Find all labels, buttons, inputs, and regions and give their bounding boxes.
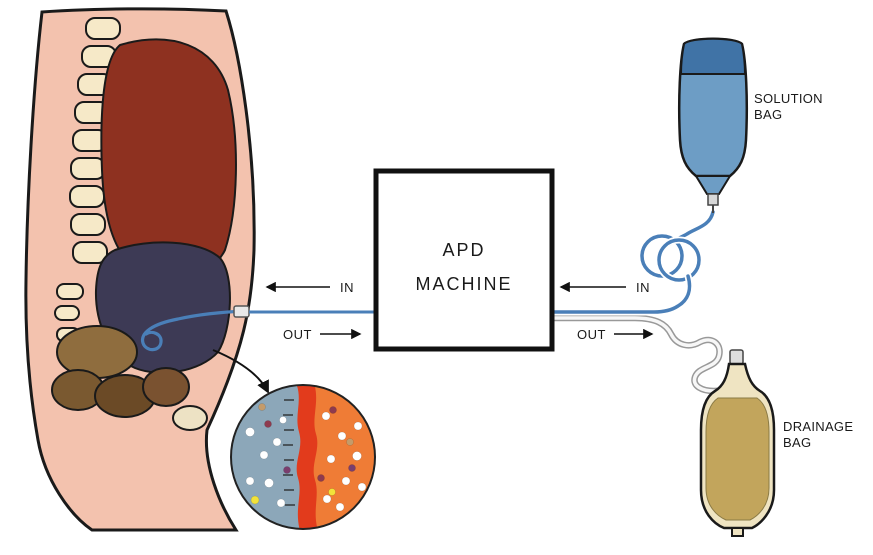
- membrane-particle: [317, 474, 325, 482]
- right-flow-annotations: IN OUT: [559, 280, 654, 342]
- membrane-particle: [283, 466, 291, 474]
- sacral-vertebra: [54, 305, 80, 321]
- membrane-particle: [326, 454, 336, 464]
- vertebra: [72, 241, 108, 264]
- membrane-particle: [322, 494, 332, 504]
- membrane-particle: [321, 411, 331, 421]
- left-flow-annotations: IN OUT: [265, 280, 362, 342]
- membrane-particle: [245, 427, 255, 437]
- drainage-bag-connector: [729, 349, 744, 365]
- flow-label-left-out: OUT: [283, 327, 312, 342]
- membrane-particle: [341, 476, 351, 486]
- sacral-vertebra: [56, 283, 84, 300]
- solution-bag: SOLUTION BAG: [677, 37, 823, 213]
- membrane-particle: [348, 464, 356, 472]
- membrane-particle: [279, 416, 287, 424]
- solution-bag-top-fold: [679, 37, 747, 75]
- apd-machine-label-line2: MACHINE: [415, 274, 512, 294]
- vertebra: [69, 185, 105, 208]
- catheter: [140, 309, 248, 352]
- membrane-particle: [259, 450, 269, 460]
- membrane-particle: [357, 482, 367, 492]
- membrane-particles-left: [245, 403, 291, 508]
- membrane-particle: [328, 488, 336, 496]
- membrane-particle: [353, 421, 363, 431]
- body-figure: [24, 7, 256, 532]
- membrane-particle: [272, 437, 282, 447]
- membrane-particle: [352, 451, 362, 461]
- drainage-bag-label-line1: DRAINAGE: [783, 419, 853, 434]
- apd-machine: APD MACHINE: [373, 168, 555, 352]
- drainage-bag-label-line2: BAG: [783, 435, 811, 450]
- membrane-particle: [258, 403, 266, 411]
- coil-exit-under: [548, 272, 694, 316]
- membrane-zoom-outline: [230, 384, 376, 530]
- solution-bag-port: [707, 193, 719, 206]
- membrane-particles-right: [317, 406, 367, 512]
- solution-line-coil: [548, 208, 717, 316]
- membrane-particle: [276, 498, 286, 508]
- coil-exit: [550, 274, 692, 314]
- solution-bag-taper: [694, 175, 732, 195]
- pelvic-bone: [172, 405, 208, 431]
- bladder: [142, 367, 190, 407]
- catheter-connector: [233, 305, 250, 318]
- membrane-particle: [329, 406, 337, 414]
- vertebra: [70, 213, 106, 236]
- flow-label-left-in: IN: [340, 280, 354, 295]
- intestines: [51, 325, 208, 431]
- drainage-bag-bottom-nub: [731, 527, 744, 537]
- flow-label-right-out: OUT: [577, 327, 606, 342]
- membrane-particle: [346, 438, 354, 446]
- drainage-bag-fluid: [705, 397, 770, 521]
- flow-label-right-in: IN: [636, 280, 650, 295]
- apd-machine-label-line1: APD: [442, 240, 485, 260]
- membrane-red-band: [296, 385, 318, 529]
- membrane-particle: [264, 420, 272, 428]
- solution-bag-label-line2: BAG: [754, 107, 782, 122]
- membrane-particle: [250, 495, 260, 505]
- membrane-particle: [245, 476, 255, 486]
- membrane-particle: [264, 478, 274, 488]
- solution-bag-label-line1: SOLUTION: [754, 91, 823, 106]
- membrane-hairs: [283, 399, 295, 506]
- vertebra: [85, 17, 121, 40]
- membrane-particle: [335, 502, 345, 512]
- membrane-particle: [337, 431, 347, 441]
- vertebra: [70, 157, 106, 180]
- coil-loop: [657, 238, 701, 282]
- membrane-zoom-circle: [230, 384, 376, 530]
- apd-machine-box: [373, 168, 555, 352]
- zoom-pointer-arrow: [212, 349, 269, 394]
- drainage-bag: DRAINAGE BAG: [699, 349, 853, 537]
